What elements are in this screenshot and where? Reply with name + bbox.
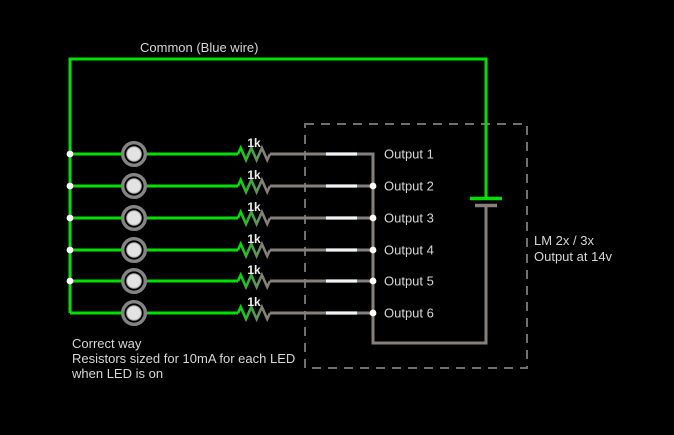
circuit-row: 1k Output 1: [66, 136, 434, 168]
resistor-value-label: 1k: [247, 200, 261, 214]
led[interactable]: [120, 172, 147, 200]
output-label: Output 3: [384, 211, 434, 226]
output-label: Output 5: [384, 274, 434, 289]
junction-dot: [369, 246, 377, 254]
resistor[interactable]: [236, 303, 272, 323]
note-line1: Correct way: [72, 336, 142, 351]
led-body-icon: [126, 242, 142, 258]
output-label: Output 1: [384, 147, 434, 162]
resistor[interactable]: [236, 240, 272, 260]
module-label-line2: Output at 14v: [534, 249, 613, 264]
note-line3: when LED is on: [71, 366, 163, 381]
battery[interactable]: [470, 196, 502, 208]
output-label: Output 4: [384, 243, 434, 258]
resistor-value-label: 1k: [247, 232, 261, 246]
led-body-icon: [126, 146, 142, 162]
module-dashed-box: [304, 123, 528, 369]
resistor[interactable]: [236, 176, 272, 196]
note-line2: Resistors sized for 10mA for each LED: [72, 351, 295, 366]
resistor-value-label: 1k: [247, 295, 261, 309]
resistor[interactable]: [236, 208, 272, 228]
led-body-icon: [126, 178, 142, 194]
circuit-row: 1k Output 6: [70, 295, 434, 327]
led-body-icon: [126, 305, 142, 321]
junction-dot: [369, 277, 377, 285]
led[interactable]: [120, 299, 147, 327]
led[interactable]: [120, 267, 147, 295]
junction-dot: [369, 309, 377, 317]
led-body-icon: [126, 210, 142, 226]
resistor-value-label: 1k: [247, 168, 261, 182]
common-rail-label: Common (Blue wire): [140, 40, 258, 55]
output-label: Output 6: [384, 306, 434, 321]
circuit-row: 1k Output 4: [66, 232, 434, 264]
junction-dot: [66, 150, 74, 158]
junction-dot: [66, 214, 74, 222]
resistor-value-label: 1k: [247, 136, 261, 150]
resistor[interactable]: [236, 271, 272, 291]
junction-dot: [369, 214, 377, 222]
led[interactable]: [120, 140, 147, 168]
resistor[interactable]: [236, 144, 272, 164]
circuit-row: 1k Output 2: [66, 168, 434, 200]
junction-dot: [66, 246, 74, 254]
junction-dot: [369, 182, 377, 190]
led[interactable]: [120, 236, 147, 264]
circuit-row: 1k Output 3: [66, 200, 434, 232]
junction-dot: [66, 182, 74, 190]
output-label: Output 2: [384, 179, 434, 194]
junction-dot: [66, 277, 74, 285]
led-body-icon: [126, 273, 142, 289]
module-label-line1: LM 2x / 3x: [534, 233, 594, 248]
resistor-value-label: 1k: [247, 263, 261, 277]
circuit-row: 1k Output 5: [66, 263, 434, 295]
led[interactable]: [120, 204, 147, 232]
